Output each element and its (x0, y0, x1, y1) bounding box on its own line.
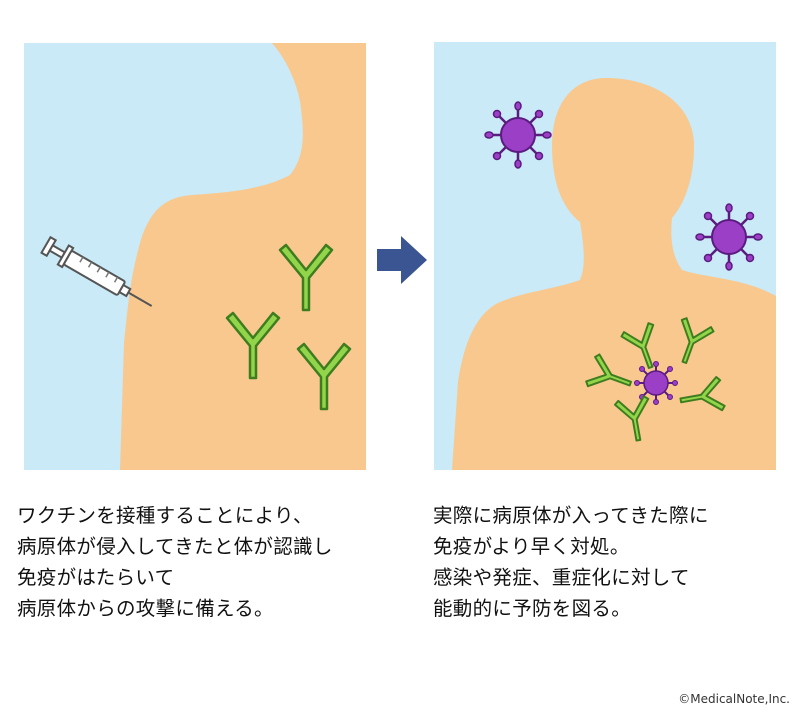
caption-line: 免疫がはたらいて (17, 566, 175, 589)
immune-response-illustration (434, 42, 776, 470)
antibody-icon (296, 342, 352, 411)
caption-line: 病原体が侵入してきたと体が認識し (17, 535, 333, 558)
shoulder-body (120, 43, 366, 470)
antibody-icon (613, 395, 650, 442)
vaccination-caption: ワクチンを接種することにより、 病原体が侵入してきたと体が認識し 免疫がはたらい… (17, 500, 392, 624)
person-silhouette (452, 78, 776, 470)
antibody-icon (620, 322, 655, 369)
immune-response-scene (434, 42, 776, 470)
caption-line: 病原体からの攻撃に備える。 (17, 597, 274, 620)
vaccination-scene (24, 43, 366, 470)
caption-line: 実際に病原体が入ってきた際に (433, 504, 709, 527)
caption-line: 能動的に予防を図る。 (433, 597, 632, 620)
vaccination-illustration (24, 43, 366, 470)
antibody-icon (679, 375, 726, 412)
immune-response-caption: 実際に病原体が入ってきた際に 免疫がより早く対処。 感染や発症、重症化に対して … (433, 500, 798, 624)
virus-icon (634, 361, 678, 405)
caption-line: 感染や発症、重症化に対して (433, 566, 690, 589)
virus-icon (484, 101, 552, 169)
caption-line: ワクチンを接種することにより、 (17, 504, 313, 527)
syringe-icon (40, 235, 153, 307)
antibody-icon (680, 317, 715, 364)
copyright-notice: ©MedicalNote,Inc. (678, 692, 790, 706)
antibody-icon (585, 353, 632, 388)
antibody-icon (225, 311, 281, 380)
antibody-icon (278, 243, 334, 312)
arrow-right-icon (377, 236, 427, 284)
caption-line: 免疫がより早く対処。 (433, 535, 630, 558)
virus-icon (695, 203, 763, 271)
